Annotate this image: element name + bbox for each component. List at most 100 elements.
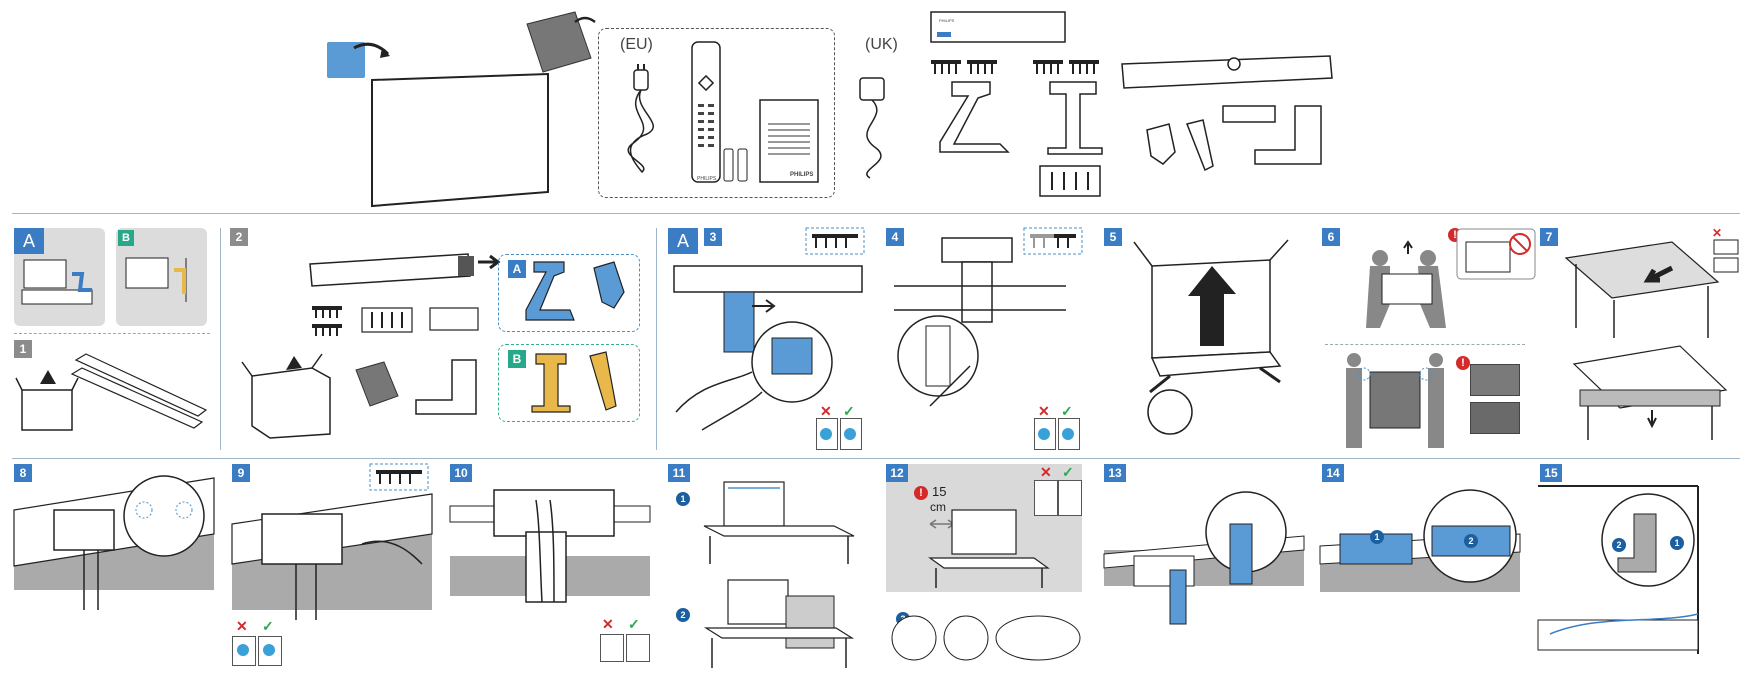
right-mark-icon: ✓ [1062, 464, 1074, 480]
warning-icon: ! [914, 486, 928, 500]
step-separator [14, 333, 210, 334]
stand-a-blue-parts [525, 261, 625, 321]
uk-label: (UK) [865, 36, 898, 53]
screw-set-icon [931, 60, 997, 74]
section-divider [12, 458, 1740, 459]
remote-control-icon [691, 41, 721, 183]
step-8-badge: 8 [14, 464, 32, 482]
right-placement-example [1058, 480, 1082, 516]
warning-icon: ! [1456, 356, 1470, 370]
eu-label: (EU) [620, 36, 653, 53]
distance-arrow-icon [929, 519, 955, 529]
substep-2-marker: 2 [1464, 534, 1478, 548]
open-box-icon [327, 42, 365, 78]
step-11-illustration-1 [703, 481, 855, 564]
substep-1-marker: 1 [676, 492, 690, 506]
right-screw-dot [1062, 428, 1074, 440]
variant-b-badge: B [118, 230, 134, 246]
wrong-placement-example [1034, 480, 1058, 516]
wrong-clip-example [600, 634, 624, 662]
eu-accessories-group [598, 28, 835, 198]
step-13-illustration [1103, 491, 1305, 625]
remote-brand: PHILIPS [697, 176, 717, 182]
column-divider [656, 228, 657, 450]
substep-2-marker: 2 [676, 608, 690, 622]
manual-brand: PHILIPS [790, 172, 814, 178]
batteries-icon [723, 148, 748, 182]
distance-value: 15 [932, 484, 947, 499]
step-2-soundbar-box [309, 253, 501, 287]
step-2-badge: 2 [230, 228, 248, 246]
step-12-detail-circles [891, 615, 1081, 661]
wrong-mark-icon: ✕ [602, 616, 614, 632]
step-6-lift-illustration [1366, 240, 1446, 328]
stand-b-badge: B [508, 350, 526, 368]
step-6-badge: 6 [1322, 228, 1340, 246]
variant-a-badge: A [14, 228, 44, 254]
step-9-screws-icon [369, 463, 429, 491]
step-2-bracket [415, 359, 477, 415]
step-12-tv-illustration [928, 509, 1050, 588]
step-2-open-box [241, 353, 331, 439]
screw-set-icon [1033, 60, 1099, 74]
step-10-badge: 10 [450, 464, 472, 482]
step-13-badge: 13 [1104, 464, 1126, 482]
wrong-screw-dot [1038, 428, 1050, 440]
step-7-tv-on-table-illustration [1572, 345, 1728, 440]
step-8-illustration [13, 475, 215, 610]
right-mark-icon: ✓ [1061, 403, 1073, 419]
manual-leaflet-icon [759, 99, 819, 183]
step-9-illustration [231, 493, 433, 620]
manual-book-illustration [526, 11, 596, 73]
stand-covers-illustration [1146, 105, 1322, 172]
step-9-badge: 9 [232, 464, 250, 482]
step-15-illustration [1537, 485, 1699, 654]
wrong-screw-dot [820, 428, 832, 440]
tv-panel-illustration [371, 72, 549, 208]
stand-a-illustration [939, 81, 1010, 153]
step-3-badge: 3 [704, 228, 722, 246]
variant-a-tv-icon [21, 259, 93, 305]
step-4-screws-icon [1023, 227, 1083, 255]
right-screw-dot [844, 428, 856, 440]
soundbar-illustration [1121, 55, 1333, 89]
step-2-cover-part [429, 307, 479, 331]
soundbar-box-icon [930, 11, 1066, 43]
warning-photo-1 [1470, 364, 1520, 396]
column-divider [220, 228, 221, 450]
wrong-mark-icon: ✕ [1712, 226, 1723, 240]
step-separator [1325, 344, 1525, 345]
step-6-carry-illustration [1346, 353, 1444, 448]
step-11-badge: 11 [668, 464, 690, 482]
box-brand: PHILIPS [939, 18, 955, 23]
stand-a-option [498, 254, 640, 332]
open-arrow-icon [353, 42, 390, 58]
step-4-mount-illustration [894, 237, 1066, 407]
step-14-illustration [1319, 489, 1521, 592]
stand-b-option [498, 344, 640, 422]
section-divider [12, 213, 1740, 214]
step-7-table-cloth-illustration [1564, 241, 1720, 338]
step-2-book [355, 361, 399, 407]
step-11-illustration-2 [703, 579, 855, 668]
right-mark-icon: ✓ [628, 616, 640, 632]
step-12-badge: 12 [886, 464, 908, 482]
right-mark-icon: ✓ [262, 618, 274, 634]
wrong-screw-dot [237, 644, 249, 656]
variant-b-tv-icon [125, 257, 187, 302]
wrong-mark-icon: ✕ [820, 403, 832, 419]
right-clip-example [626, 634, 650, 662]
stand-b-illustration [1047, 81, 1103, 155]
step-14-badge: 14 [1322, 464, 1344, 482]
substep-1-marker: 1 [1370, 530, 1384, 544]
right-mark-icon: ✓ [843, 403, 855, 419]
substep-2-marker: 2 [1612, 538, 1626, 552]
distance-unit: cm [930, 500, 946, 514]
step-6-no-cut-illustration [1456, 228, 1536, 280]
step-7-badge: 7 [1540, 228, 1558, 246]
step-2-clips [361, 307, 413, 333]
step-1-badge: 1 [14, 340, 32, 358]
wrong-mark-icon: ✕ [1040, 464, 1052, 480]
step-5-badge: 5 [1104, 228, 1122, 246]
warning-photo-2 [1470, 402, 1520, 434]
